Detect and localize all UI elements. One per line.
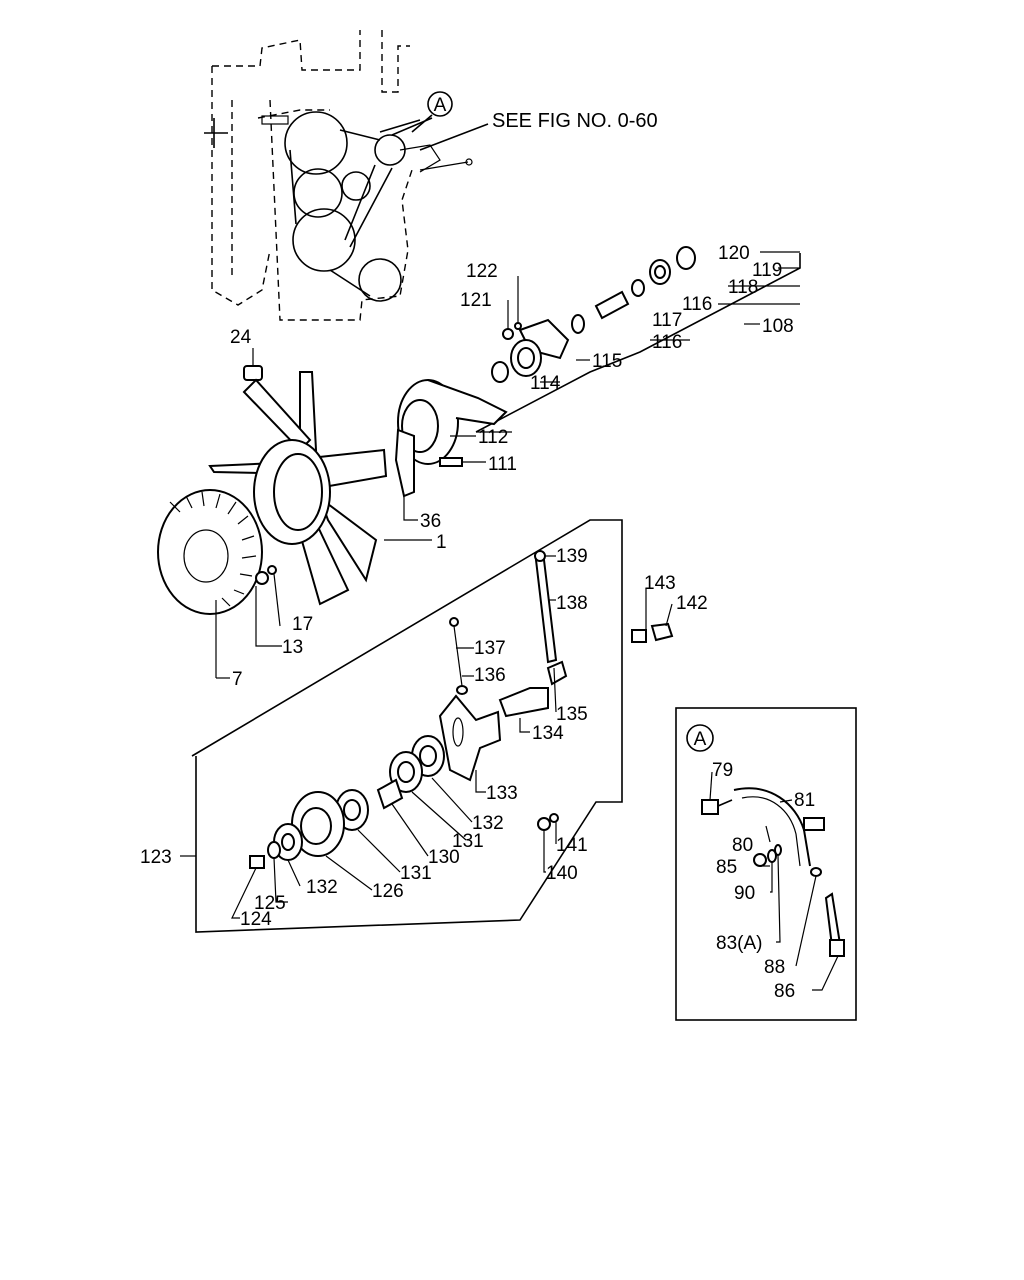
nut-140: [537, 817, 551, 831]
inset-a: A: [675, 707, 857, 1021]
inset-frame: [675, 707, 857, 1021]
nut-13: [255, 571, 269, 585]
leader-lines: [231, 435, 839, 991]
label-80: 80: [732, 835, 753, 856]
label-141: 141: [556, 835, 588, 856]
label-142: 142: [676, 593, 708, 614]
idler-assembly-108: [475, 246, 801, 433]
label-116b: 116: [682, 294, 712, 315]
washer-83: [774, 844, 782, 856]
label-90: 90: [734, 883, 755, 904]
fitting-135: [546, 660, 568, 686]
inset-badge-letter: A: [694, 729, 707, 750]
fan-blade: [299, 371, 318, 451]
nut-85: [753, 853, 767, 867]
fan-clutch-7: [157, 489, 263, 615]
callout-letter: A: [434, 95, 447, 116]
label-133: 133: [486, 783, 518, 804]
washer-122: [514, 322, 522, 330]
label-86: 86: [774, 981, 795, 1002]
label-131b: 131: [452, 831, 484, 852]
bolt-137: [449, 617, 459, 627]
washer-116: [571, 314, 585, 334]
label-24: 24: [230, 327, 252, 348]
label-117: 117: [652, 310, 682, 331]
label-126: 126: [372, 881, 404, 902]
label-115: 115: [592, 351, 622, 372]
bolt-86-head: [829, 939, 845, 957]
washer-88: [810, 867, 822, 877]
label-108: 108: [762, 316, 794, 337]
label-1: 1: [436, 532, 447, 553]
label-111: 111: [488, 454, 517, 475]
reference-callout: A SEE FIG NO. 0-60: [411, 91, 658, 151]
label-119: 119: [752, 260, 782, 281]
label-130: 130: [428, 847, 460, 868]
fitting-81: [803, 817, 825, 831]
shaft-117: [594, 290, 630, 320]
spacer-130: [376, 778, 404, 810]
label-114: 114: [530, 373, 561, 394]
engine-outline: [204, 30, 413, 321]
label-124: 124: [240, 909, 272, 930]
hose-138: [534, 559, 558, 664]
inset-badge: [686, 724, 714, 752]
nut-121: [502, 328, 514, 340]
washer-17: [267, 565, 277, 575]
label-17: 17: [292, 614, 313, 635]
fan-blade: [242, 378, 312, 452]
label-88: 88: [764, 957, 785, 978]
fitting-143: [631, 629, 647, 643]
bolt-24: [243, 365, 263, 381]
tensioner-assembly-123: [180, 519, 674, 933]
label-118: 118: [728, 277, 758, 298]
nut-124: [249, 855, 265, 869]
label-139: 139: [556, 546, 588, 567]
label-36: 36: [420, 511, 441, 532]
clamp-139: [534, 550, 546, 562]
label-135: 135: [556, 704, 588, 725]
label-134: 134: [532, 723, 564, 744]
label-137: 137: [474, 638, 506, 659]
label-83: 83(A): [716, 933, 762, 954]
label-125: 125: [254, 893, 286, 914]
bracket-133: [438, 694, 502, 782]
washer-136: [456, 685, 468, 695]
clamp-142: [650, 622, 674, 642]
label-81: 81: [794, 790, 815, 811]
label-116a: 116: [652, 332, 682, 353]
label-121: 121: [460, 290, 492, 311]
see-fig-reference: SEE FIG NO. 0-60: [492, 110, 658, 132]
label-136: 136: [474, 665, 506, 686]
label-140: 140: [546, 863, 578, 884]
label-132b: 132: [472, 813, 504, 834]
bolt-79: [701, 799, 719, 815]
label-138: 138: [556, 593, 588, 614]
bearing-114: [491, 361, 509, 383]
part-labels: 24 1 7 13 17 36 111 112 114 115 116 116 …: [140, 243, 815, 1002]
label-13: 13: [282, 637, 303, 658]
label-85: 85: [716, 857, 737, 878]
belt-36: [394, 428, 415, 498]
washer-118: [631, 279, 645, 297]
label-143: 143: [644, 573, 676, 594]
washer-125: [267, 841, 281, 859]
label-122: 122: [466, 261, 498, 282]
label-120: 120: [718, 243, 750, 264]
stud-111: [439, 457, 463, 467]
washer-141: [549, 813, 559, 823]
bolt-86: [824, 892, 842, 948]
label-132a: 132: [306, 877, 338, 898]
label-131a: 131: [400, 863, 432, 884]
label-7: 7: [232, 669, 243, 690]
label-112: 112: [478, 427, 508, 448]
shaft-134: [498, 687, 549, 718]
callout-badge-a: [427, 91, 453, 117]
o-ring-120: [676, 246, 696, 270]
label-79: 79: [712, 760, 733, 781]
fan-assembly: [157, 348, 508, 679]
label-123: 123: [140, 847, 172, 868]
